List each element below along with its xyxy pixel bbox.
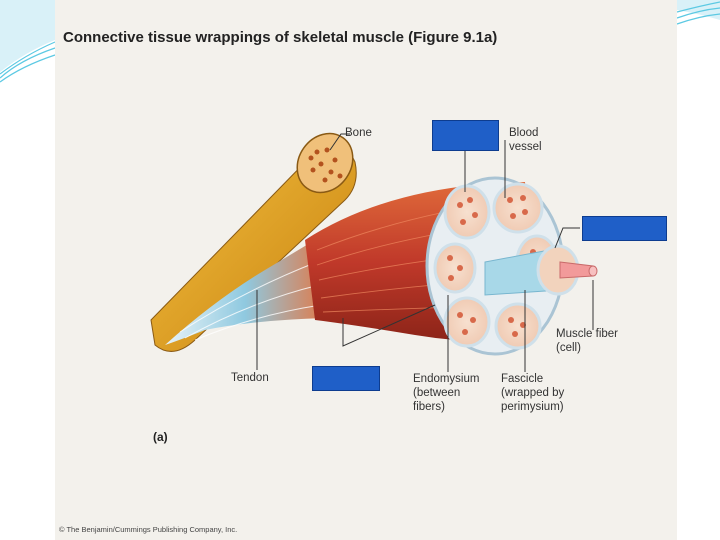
figure-title: Connective tissue wrappings of skeletal … <box>63 29 498 46</box>
label-muscle-fiber-line1: Muscle fiber <box>556 328 618 340</box>
muscle-fiber <box>559 261 594 279</box>
copyright-text: © The Benjamin/Cummings Publishing Compa… <box>59 525 238 534</box>
label-fascicle-line1: Fascicle <box>501 373 544 385</box>
label-endomysium-line2: (between <box>413 387 461 399</box>
slide-wave-decoration-right <box>676 1 720 25</box>
blank-label-box-epimysium[interactable] <box>432 120 499 151</box>
label-muscle-fiber-line2: (cell) <box>556 342 581 354</box>
label-fascicle-line2: (wrapped by <box>501 387 565 399</box>
tendon <box>165 240 325 345</box>
label-tendon: Tendon <box>231 372 269 384</box>
label-endomysium-line3: fibers) <box>413 401 445 413</box>
blank-label-box-bottom[interactable] <box>312 366 380 391</box>
panel-label: (a) <box>153 430 168 444</box>
label-fascicle-line3: perimysium) <box>501 401 564 413</box>
label-endomysium-line1: Endomysium <box>413 373 480 385</box>
blank-label-box-right[interactable] <box>582 216 667 241</box>
blank-bottom-leader <box>342 304 436 347</box>
bone-leader <box>329 133 350 151</box>
muscle-fiber-end <box>588 265 598 277</box>
label-blood-vessel-line2: vessel <box>509 141 542 153</box>
label-blood-vessel-line1: Blood <box>509 127 539 139</box>
muscle-figure: Connective tissue wrappings of skeletal … <box>55 0 677 540</box>
blank-right-leader <box>554 227 580 249</box>
bone-marrow-dots <box>308 147 343 183</box>
leader-lines <box>256 133 594 372</box>
muscle-illustration <box>150 132 598 372</box>
slide-corner-left <box>0 0 55 72</box>
label-bone: Bone <box>345 127 372 139</box>
slide-wave-decoration-left <box>0 41 56 83</box>
